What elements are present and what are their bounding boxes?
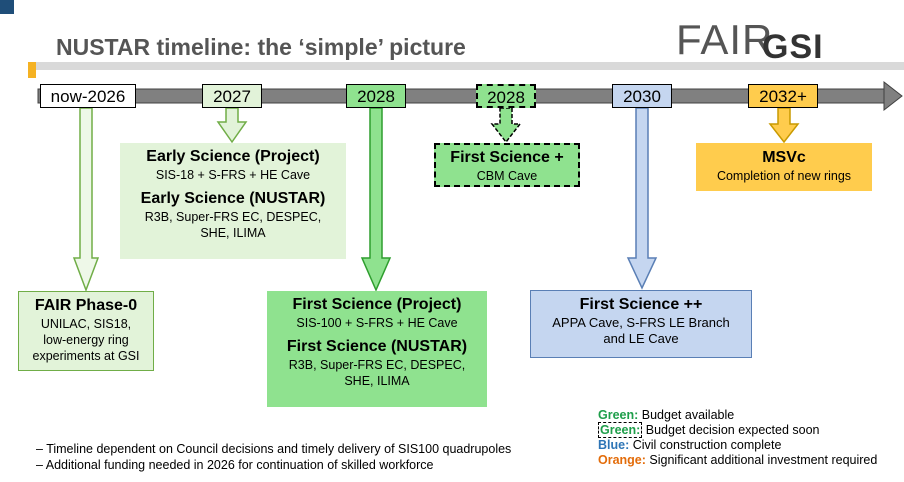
arrow-early xyxy=(216,107,248,144)
card-line: UNILAC, SIS18, xyxy=(40,317,132,331)
timeline-box-2030: 2030 xyxy=(612,84,672,108)
card-first-science: First Science (Project) SIS-100 + S-FRS … xyxy=(267,291,487,407)
legend-text: Significant additional investment requir… xyxy=(645,453,878,467)
legend-key: Green: xyxy=(598,422,643,438)
legend-item-green-dashed: Green: Budget decision expected soon xyxy=(598,422,877,438)
card-heading: First Science (Project) xyxy=(292,296,462,313)
timeline-box-now-2026: now-2026 xyxy=(40,84,136,108)
card-first-science-plus: First Science + CBM Cave xyxy=(434,143,580,187)
legend-text: Budget decision expected soon xyxy=(642,423,820,437)
title-accent xyxy=(28,62,36,78)
legend-item-blue: Blue: Civil construction complete xyxy=(598,438,877,453)
card-line: R3B, Super-FRS EC, DESPEC, xyxy=(144,210,322,224)
legend-text: Civil construction complete xyxy=(629,438,782,452)
legend-key: Green: xyxy=(598,408,639,422)
timeline-box-2028: 2028 xyxy=(346,84,406,108)
legend: Green: Budget available Green: Budget de… xyxy=(598,408,877,468)
footnote: – Additional funding needed in 2026 for … xyxy=(36,458,434,472)
card-line: low-energy ring xyxy=(43,333,129,347)
card-heading: First Science (NUSTAR) xyxy=(286,338,468,355)
card-fair-phase0: FAIR Phase-0 UNILAC, SIS18, low-energy r… xyxy=(18,291,154,371)
legend-item-green: Green: Budget available xyxy=(598,408,877,423)
footnote: – Timeline dependent on Council decision… xyxy=(36,442,512,456)
card-sub: CBM Cave xyxy=(476,169,538,183)
arrow-first xyxy=(360,107,392,292)
card-line: APPA Cave, S-FRS LE Branch xyxy=(552,315,730,330)
legend-item-orange: Orange: Significant additional investmen… xyxy=(598,453,877,468)
gsi-logo: GSI xyxy=(762,28,824,66)
card-first-science-plusplus: First Science ++ APPA Cave, S-FRS LE Bra… xyxy=(530,290,752,358)
timeline-box-2027: 2027 xyxy=(202,84,262,108)
card-line: R3B, Super-FRS EC, DESPEC, xyxy=(288,358,466,372)
legend-key: Orange: xyxy=(598,453,646,467)
card-heading: Early Science (Project) xyxy=(146,148,320,165)
card-line: SHE, ILIMA xyxy=(344,374,410,388)
card-heading: FAIR Phase-0 xyxy=(34,297,138,314)
card-heading: First Science ++ xyxy=(579,296,703,313)
card-sub: SIS-18 + S-FRS + HE Cave xyxy=(155,168,311,182)
card-msvc: MSVc Completion of new rings xyxy=(696,143,872,191)
timeline-box-2028-dashed: 2028 xyxy=(476,84,536,108)
arrow-firstplus xyxy=(490,107,522,144)
card-sub: Completion of new rings xyxy=(716,169,852,183)
arrow-phase0 xyxy=(72,107,100,293)
card-heading: Early Science (NUSTAR) xyxy=(140,190,326,207)
corner-square xyxy=(0,0,14,14)
card-line: experiments at GSI xyxy=(32,349,140,363)
title-underline xyxy=(28,62,904,70)
legend-key: Blue: xyxy=(598,438,630,452)
card-sub: SIS-100 + S-FRS + HE Cave xyxy=(296,316,458,330)
arrow-msvc xyxy=(768,107,800,144)
card-early-science: Early Science (Project) SIS-18 + S-FRS +… xyxy=(120,143,346,259)
card-heading: First Science + xyxy=(450,149,564,166)
timeline-box-2032: 2032+ xyxy=(748,84,818,108)
fair-logo: FAIR xyxy=(676,16,774,63)
legend-text: Budget available xyxy=(638,408,735,422)
footnotes: – Timeline dependent on Council decision… xyxy=(36,441,511,473)
page-title: NUSTAR timeline: the ‘simple’ picture xyxy=(56,34,466,60)
arrow-firstpp xyxy=(626,107,658,290)
card-line: SHE, ILIMA xyxy=(200,226,266,240)
timeline-arrowhead xyxy=(883,80,903,112)
card-heading: MSVc xyxy=(762,149,806,166)
card-line: and LE Cave xyxy=(603,331,679,346)
